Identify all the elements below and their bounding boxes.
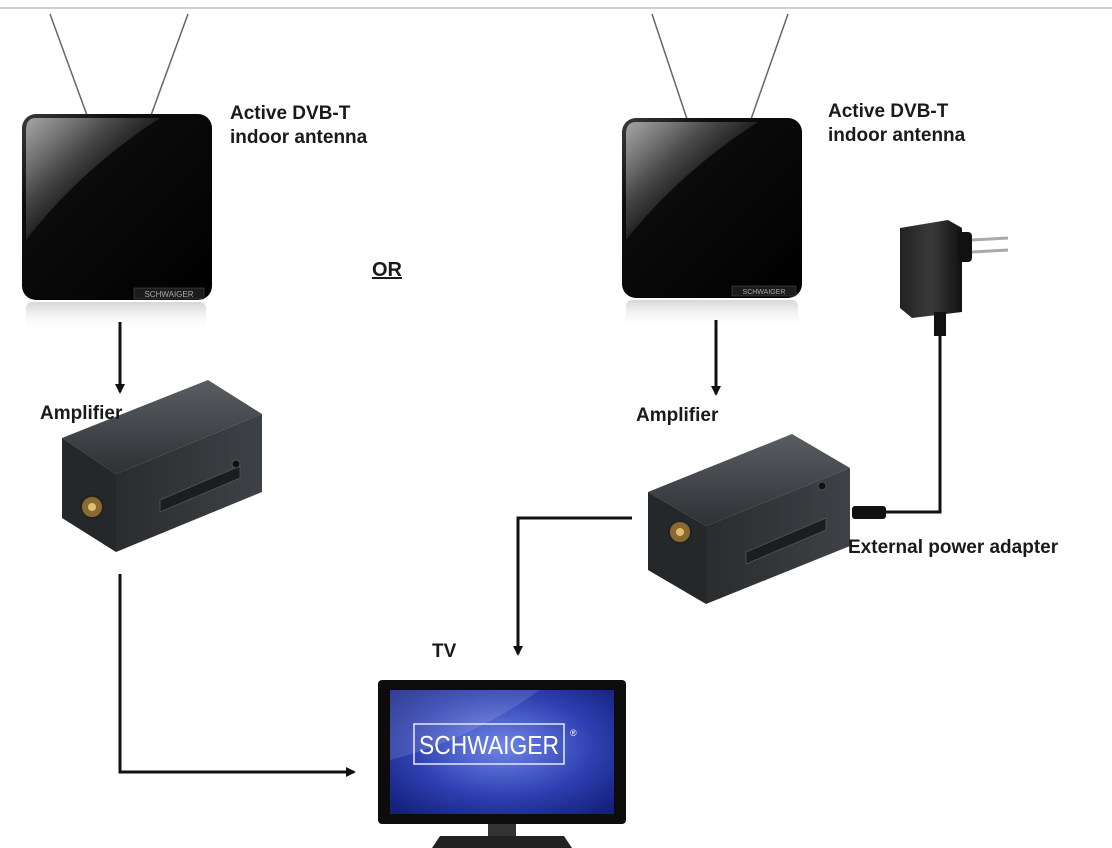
tv-logo: SCHWAIGER: [419, 730, 559, 760]
antenna-rod: [49, 13, 89, 119]
tv: SCHWAIGER ®: [378, 680, 626, 848]
antenna-rod: [749, 13, 789, 123]
power-adapter: [852, 220, 1009, 519]
amplifier-top: [62, 380, 262, 474]
antenna-logo: SCHWAIGER: [743, 289, 786, 296]
antenna-left-label-line1: Active DVB-T: [230, 103, 351, 124]
amplifier-right-label: Amplifier: [636, 405, 719, 426]
amplifier-groove: [159, 465, 241, 513]
antenna-rod: [651, 13, 689, 123]
antenna-reflection: [26, 302, 206, 332]
adapter-pin: [971, 248, 1009, 254]
adapter-body: [900, 220, 962, 318]
amplifier-left: [62, 380, 262, 552]
power-jack: [817, 481, 827, 491]
antenna-reflection: [626, 300, 798, 328]
amplifier-right: [648, 434, 850, 604]
amplifier-groove: [745, 517, 827, 565]
arrow-amplifier-right-to-tv: [513, 516, 632, 656]
antenna-rod: [149, 13, 189, 119]
amplifier-front: [648, 492, 706, 604]
adapter-plug-base: [958, 232, 972, 262]
amplifier-left-label: Amplifier: [40, 403, 123, 424]
tv-logo-frame: [413, 723, 565, 765]
connections: [115, 320, 721, 777]
antenna-right-label: Active DVB-T indoor antenna: [828, 100, 965, 148]
power-adapter-label: External power adapter: [848, 537, 1059, 558]
amplifier-top: [648, 434, 850, 526]
power-jack: [231, 459, 241, 469]
antenna-gloss: [26, 118, 160, 240]
antenna-left-label-line2: indoor antenna: [230, 127, 368, 148]
tv-stand-base: [432, 836, 572, 848]
registered-mark: ®: [570, 728, 577, 738]
tv-screen: [390, 690, 614, 814]
adapter-pin: [971, 236, 1009, 242]
adapter-strain-relief: [934, 312, 946, 336]
antenna-left: SCHWAIGER: [22, 13, 212, 332]
antenna-gloss: [626, 122, 758, 240]
arrow-amplifier-left-to-tv: [118, 574, 356, 777]
antenna-right: SCHWAIGER: [622, 13, 802, 328]
adapter-cable: [884, 336, 942, 514]
antenna-logo-plate: [133, 287, 205, 300]
antenna-left-label: Active DVB-T indoor antenna: [230, 102, 367, 150]
tv-glare: [390, 690, 540, 760]
antenna-right-label-line2: indoor antenna: [828, 125, 966, 146]
coax-pin: [88, 503, 96, 511]
amplifier-front: [62, 438, 116, 552]
tv-stand-neck: [488, 824, 516, 836]
coax-pin: [676, 528, 684, 536]
top-border: [0, 7, 1112, 9]
tv-label: TV: [432, 641, 457, 662]
antenna-logo-plate: [731, 285, 797, 297]
antenna-logo: SCHWAIGER: [144, 290, 193, 299]
or-label: OR: [372, 259, 402, 281]
amplifier-side: [116, 414, 262, 552]
amplifier-side: [706, 468, 850, 604]
adapter-dc-plug: [852, 506, 886, 519]
antenna-right-label-line1: Active DVB-T: [828, 101, 949, 122]
